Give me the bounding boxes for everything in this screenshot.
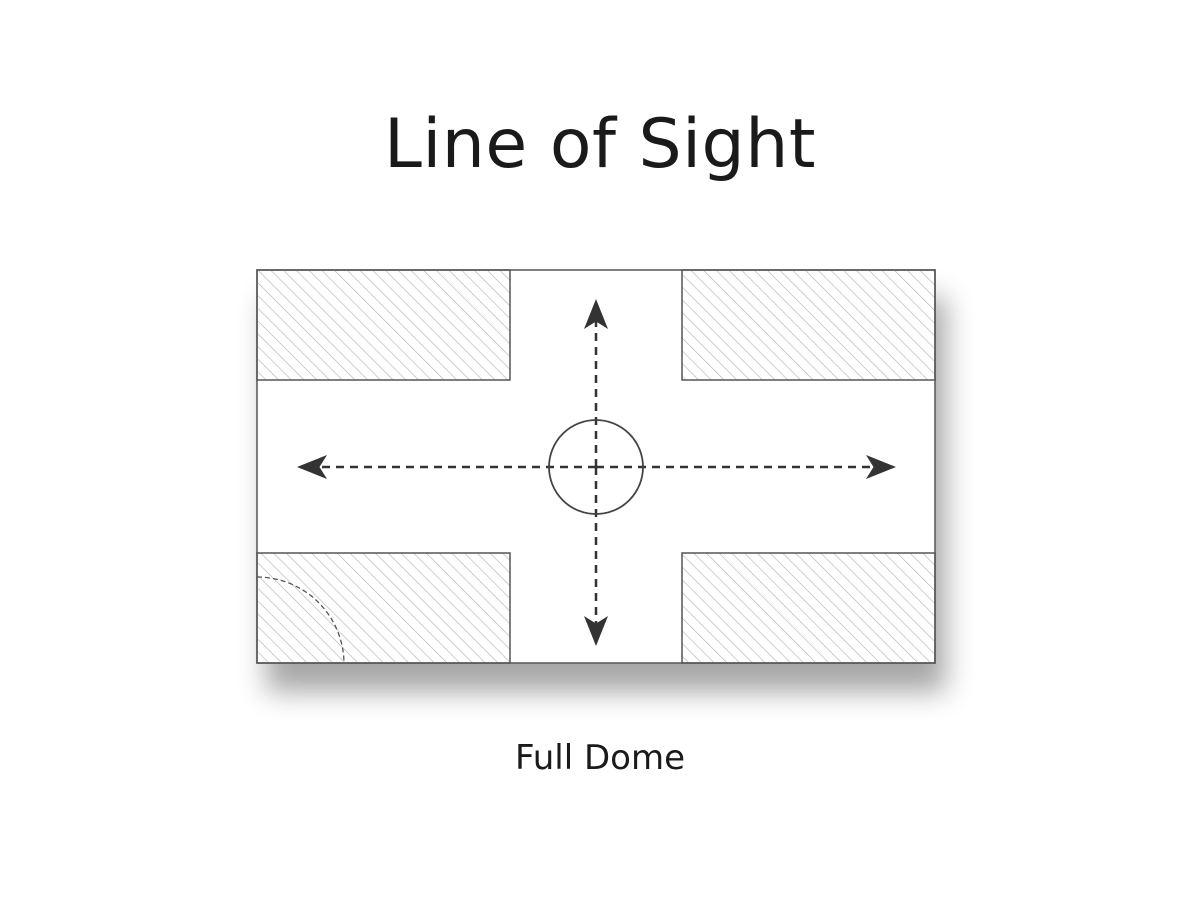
- door-swing-arc: [256, 576, 345, 664]
- wall-block-bottom-right: [681, 552, 936, 664]
- wall-block-bottom-left: [256, 552, 511, 664]
- page-title: Line of Sight: [384, 105, 816, 184]
- dome-camera-icon: [548, 419, 644, 515]
- wall-block-top-left: [256, 269, 511, 381]
- wall-block-top-right: [681, 269, 936, 381]
- diagram-caption: Full Dome: [515, 738, 685, 778]
